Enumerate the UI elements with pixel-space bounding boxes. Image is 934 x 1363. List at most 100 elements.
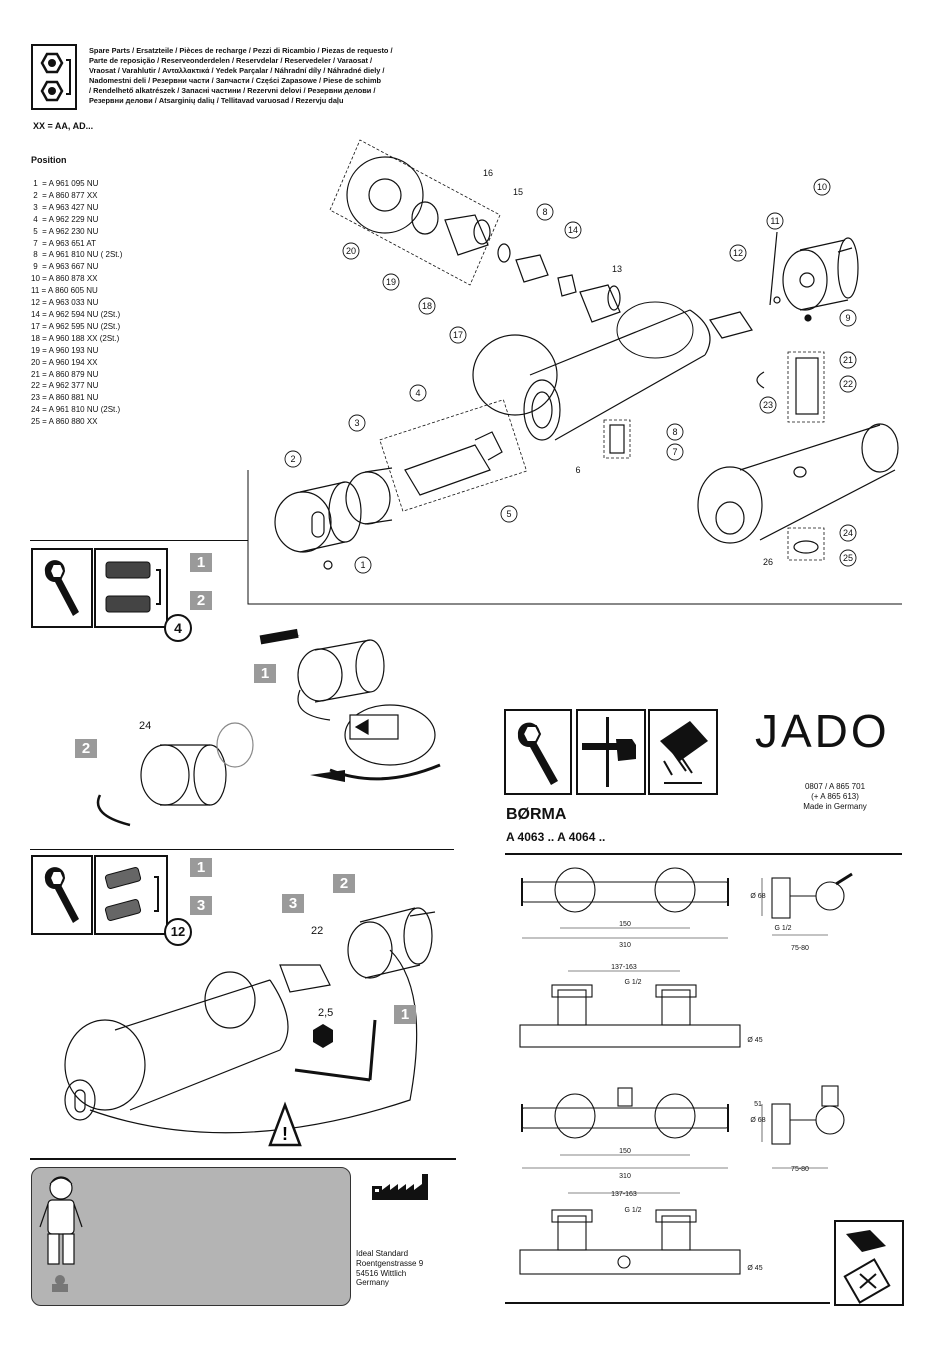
callout-23 [759, 396, 777, 414]
dim-label: G 1/2 [624, 1207, 641, 1214]
spare-parts-icon [31, 44, 77, 110]
callout-text: 14 [568, 225, 578, 235]
wrench-icon [504, 709, 572, 795]
dim-label: Ø 45 [747, 1265, 762, 1272]
position-row: 25 = A 860 880 XX [31, 417, 98, 427]
callout-text: 10 [817, 182, 827, 192]
callout-text: 3 [354, 418, 359, 428]
wrench-size-label: 22 [311, 925, 324, 937]
position-row: 14 = A 962 594 NU (2St.) [31, 309, 121, 319]
callout-8a [666, 423, 684, 441]
callout-21 [839, 351, 857, 369]
hex-key-size-label: 2,5 [318, 1007, 334, 1019]
xx-note: XX = AA, AD... [33, 121, 94, 131]
position-row: 24 = A 961 810 NU (2St.) [31, 405, 121, 415]
callout-3 [348, 414, 366, 432]
callout-24 [839, 524, 857, 542]
callout-22 [839, 375, 857, 393]
callout-text: 4 [415, 388, 420, 398]
callout-7 [666, 443, 684, 461]
position-list: 1 = A 961 095 NU 2 = A 860 877 XX 3 = A … [31, 178, 201, 428]
position-row: 17 = A 962 595 NU (2St.) [31, 321, 121, 331]
position-row: 11 = A 860 605 NU [31, 286, 98, 296]
callout-text: 2 [290, 454, 295, 464]
brand-logo: JADO [755, 705, 890, 757]
callout-text: 18 [422, 301, 432, 311]
heading-line: Spare Parts / Ersatzteile / Pièces de re… [89, 46, 393, 55]
service-technician-icon [39, 1176, 83, 1292]
callout-text: 15 [513, 187, 523, 197]
callout-text: 17 [453, 330, 463, 340]
wrench-icon [31, 548, 93, 628]
svg-text:!: ! [282, 1124, 288, 1144]
callout-2 [284, 450, 302, 468]
address-line: Roentgenstrasse 9 [356, 1258, 424, 1268]
dim-label: 75-80 [791, 945, 809, 952]
address-line: Germany [356, 1278, 389, 1288]
position-row: 3 = A 963 427 NU [31, 202, 99, 212]
step-count-circle: 4 [164, 614, 192, 642]
service-panel [31, 1167, 351, 1306]
callout-text: 25 [843, 553, 853, 563]
position-row: 19 = A 960 193 NU [31, 345, 99, 355]
pointing-hand-icon [576, 709, 646, 795]
dim-label: 150 [619, 921, 631, 928]
position-row: 23 = A 860 881 NU [31, 393, 99, 403]
callout-12 [729, 244, 747, 262]
dim-label: Ø 45 [747, 1037, 762, 1044]
made-in: Made in Germany [803, 802, 867, 811]
callout-text: 20 [346, 246, 356, 256]
step-count-circle: 12 [164, 918, 192, 946]
position-row: 21 = A 860 879 NU [31, 369, 99, 379]
callout-text: 6 [575, 465, 580, 475]
dimension-drawings: 150 310 Ø 68 G 1/2 75-80 137-163 G 1/2 Ø… [505, 867, 853, 1304]
callout-8b [536, 203, 554, 221]
heading-line: Vraosat / Varahlutir / Ανταλλακτικά / Ye… [89, 66, 385, 75]
address-line: Ideal Standard [356, 1249, 409, 1258]
callout-25 [839, 549, 857, 567]
position-row: 10 = A 860 878 XX [31, 274, 98, 284]
callout-11 [766, 212, 784, 230]
cartridge-icon [94, 548, 168, 628]
spare-parts-heading: Spare Parts / Ersatzteile / Pièces de re… [89, 46, 469, 106]
product-name: BØRMA [506, 806, 567, 823]
callout-text: 24 [843, 528, 853, 538]
callout-19 [382, 273, 400, 291]
heading-line: Резервни делови / Atsarginių dalių / Tel… [89, 96, 344, 105]
dim-label: 310 [619, 942, 631, 949]
dim-label: Ø 68 [750, 1117, 765, 1124]
dim-label: 75-80 [791, 1166, 809, 1173]
position-row: 22 = A 962 377 NU [31, 381, 99, 391]
callout-text: 8 [542, 207, 547, 217]
document-info: 0807 / A 865 701 (+ A 865 613) Made in G… [790, 782, 880, 812]
callout-4 [409, 384, 427, 402]
step-badge: 1 [190, 553, 212, 572]
dim-label: 51 [754, 1101, 762, 1108]
position-row: 1 = A 961 095 NU [31, 179, 99, 188]
exploded-view-drawing: 1 2 3 4 5 6 7 8 8 9 10 11 12 13 14 15 16… [247, 139, 902, 605]
callout-text: 23 [763, 400, 773, 410]
position-row: 8 = A 961 810 NU ( 2St.) [31, 250, 123, 260]
check-valve-icon [94, 855, 168, 935]
callout-text: 5 [506, 509, 511, 519]
callout-9 [839, 309, 857, 327]
callout-17 [449, 326, 467, 344]
recycle-disposal-icon [834, 1220, 904, 1306]
step-badge: 2 [190, 591, 212, 610]
callout-text: 12 [733, 248, 743, 258]
step-badge: 3 [282, 894, 304, 913]
step-badge: 1 [394, 1005, 416, 1024]
callout-text: 1 [360, 560, 365, 570]
dim-label: G 1/2 [624, 979, 641, 986]
callout-text: 26 [763, 557, 773, 567]
position-row: 2 = A 860 877 XX [31, 190, 98, 200]
callout-text: 8 [672, 427, 677, 437]
position-row: 4 = A 962 229 NU [31, 214, 99, 224]
callout-5 [500, 505, 518, 523]
callout-20 [342, 242, 360, 260]
callout-text: 13 [612, 264, 622, 274]
callout-text: 22 [843, 379, 853, 389]
heading-line: / Rendelhető alkatrészek / Запасні части… [89, 86, 376, 95]
callout-text: 7 [672, 447, 677, 457]
dim-label: G 1/2 [774, 925, 791, 932]
